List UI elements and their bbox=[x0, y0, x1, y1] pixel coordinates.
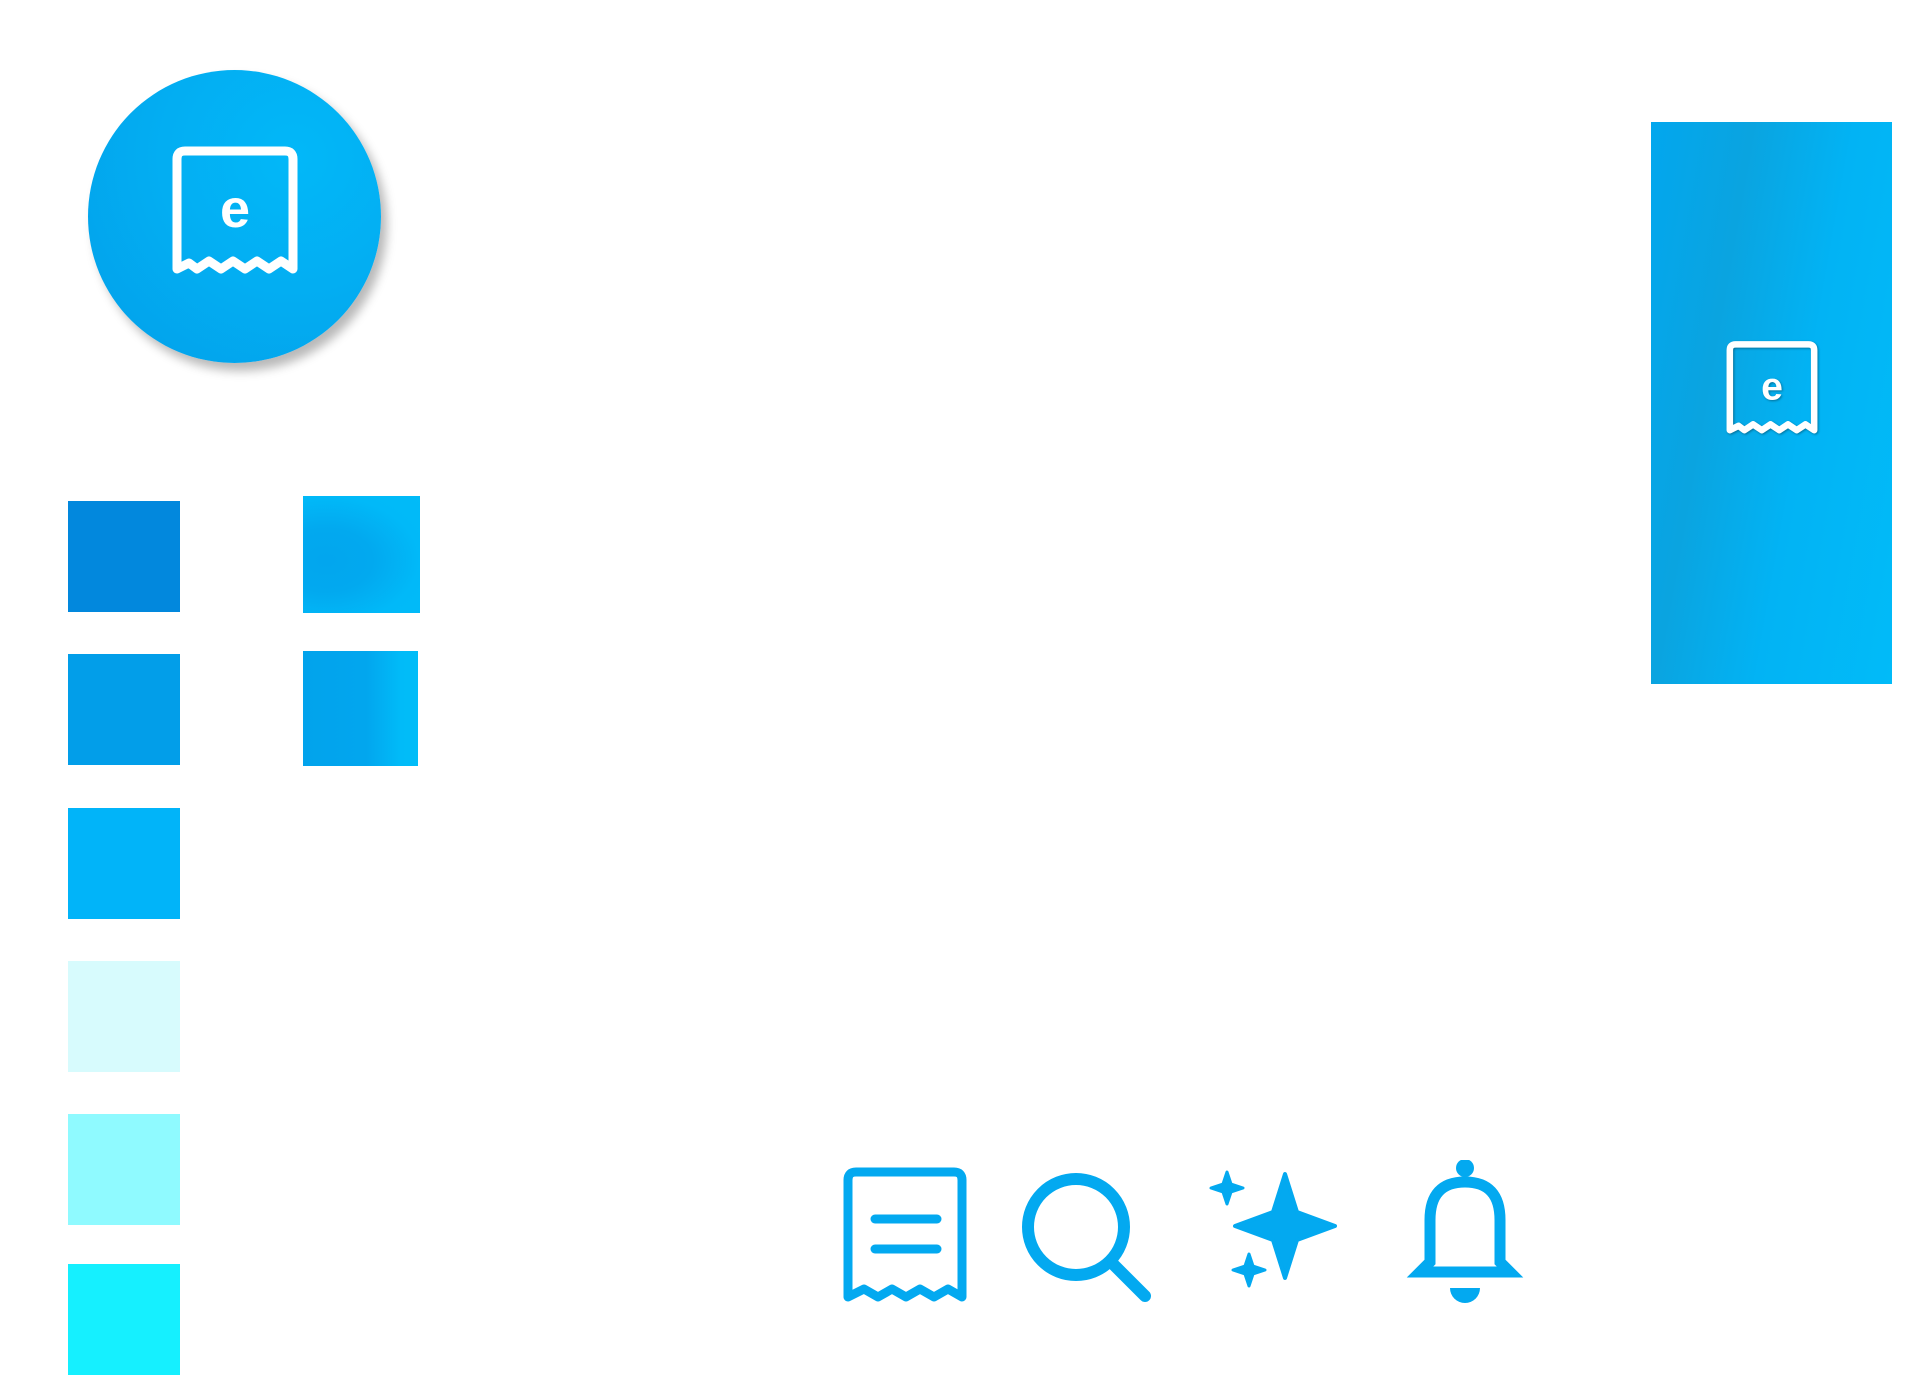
swatch-3 bbox=[68, 808, 180, 919]
gradient-swatch-1 bbox=[303, 496, 420, 613]
logo-panel: e bbox=[1651, 122, 1892, 684]
receipt-logo-icon: e bbox=[172, 146, 297, 273]
swatch-6 bbox=[68, 1264, 180, 1375]
sparkles-icon bbox=[1209, 1170, 1337, 1288]
logo-letter: e bbox=[1761, 365, 1783, 409]
swatch-4 bbox=[68, 961, 180, 1072]
receipt-logo-icon: e bbox=[1726, 341, 1817, 434]
app-logo-circle: e bbox=[88, 70, 381, 363]
receipt-icon bbox=[843, 1167, 967, 1302]
search-icon bbox=[1022, 1173, 1151, 1302]
swatch-1 bbox=[68, 501, 180, 612]
logo-letter: e bbox=[219, 179, 249, 239]
gradient-swatch-2 bbox=[303, 651, 418, 766]
swatch-2 bbox=[68, 654, 180, 765]
bell-icon bbox=[1406, 1160, 1524, 1303]
swatch-5 bbox=[68, 1114, 180, 1225]
icon-set bbox=[830, 1160, 1530, 1310]
